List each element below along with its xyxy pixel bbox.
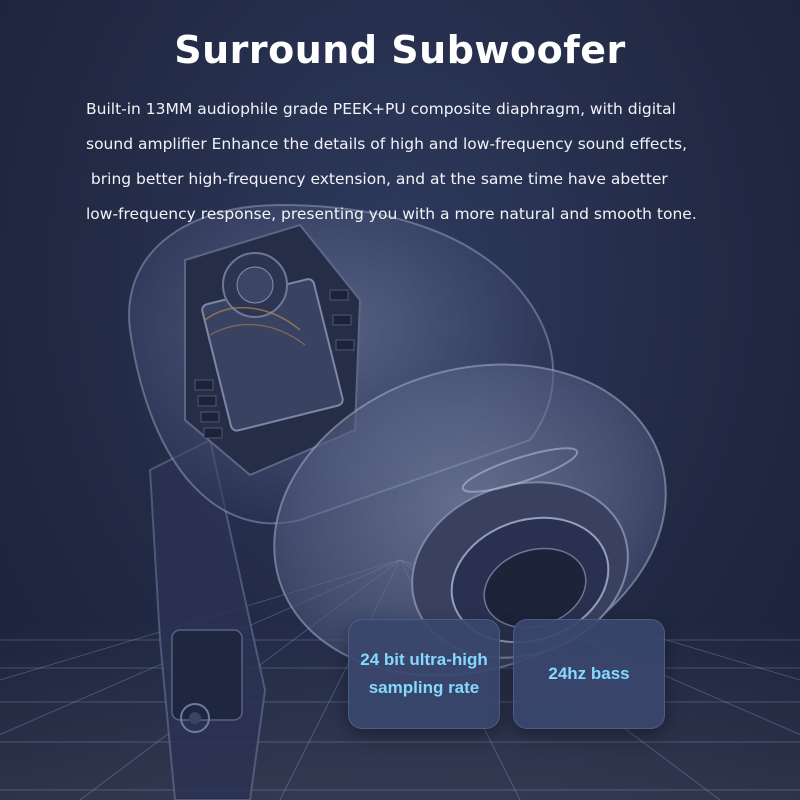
description-line: sound amplifier Enhance the details of h…	[86, 135, 688, 153]
feature-description: Built-in 13MM audiophile grade PEEK+PU c…	[86, 92, 746, 232]
description-line: bring better high-frequency extension, a…	[86, 170, 668, 188]
feature-card-line: sampling rate	[368, 678, 480, 697]
internal-circuit	[184, 223, 362, 477]
ear-tip	[273, 363, 667, 677]
description-line: low-frequency response, presenting you w…	[86, 205, 697, 223]
feature-card-line: 24hz bass	[548, 664, 630, 683]
feature-card-bass: 24hz bass	[513, 619, 665, 729]
page-title: Surround Subwoofer	[174, 28, 626, 72]
feature-card-sampling-rate: 24 bit ultra-high sampling rate	[348, 619, 500, 729]
feature-card-line: 24 bit ultra-high	[360, 650, 488, 669]
description-line: Built-in 13MM audiophile grade PEEK+PU c…	[86, 100, 676, 118]
